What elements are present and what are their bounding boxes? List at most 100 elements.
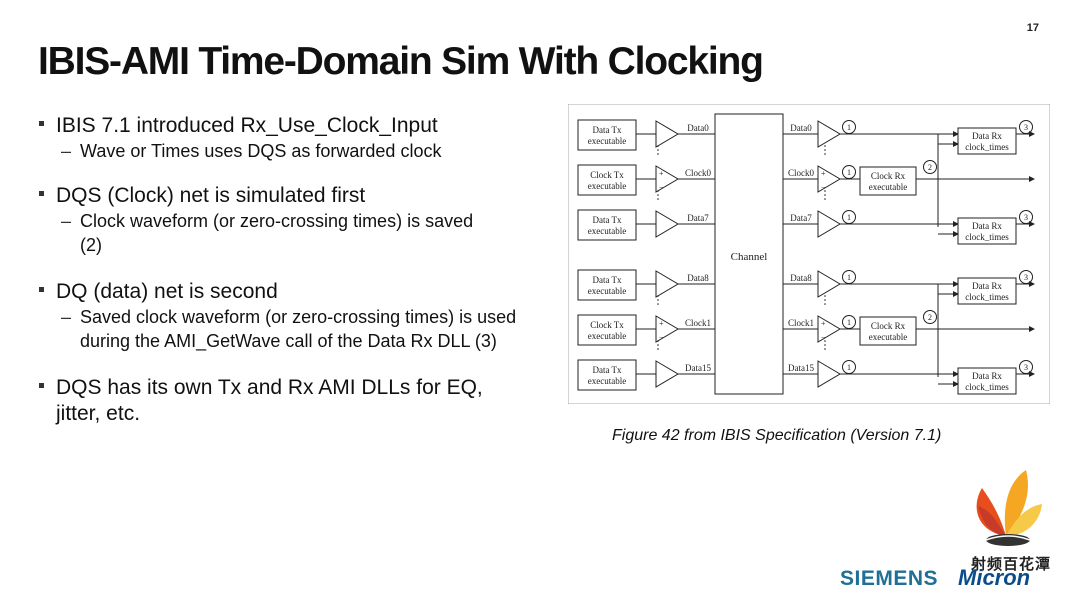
rx-buffer — [817, 120, 841, 148]
ellipsis-dots — [824, 340, 826, 342]
sub-bullet-text: Clock waveform (or zero-crossing times) … — [80, 211, 474, 255]
rx-buffer — [817, 165, 841, 193]
ellipsis-dots — [657, 303, 659, 305]
data-rx-block-label: Data Rx — [972, 131, 1002, 141]
marker-1-label: 1 — [847, 318, 851, 327]
clock-rx-block — [859, 316, 917, 346]
ellipsis-dots — [657, 198, 659, 200]
data-rx-block-label: Data Rx — [972, 221, 1002, 231]
dash-icon: – — [61, 211, 72, 231]
minus-sign: − — [821, 333, 826, 342]
ellipsis-dots — [657, 194, 659, 196]
data-rx-block — [957, 217, 1017, 245]
ellipsis-dots — [657, 344, 659, 346]
bullet-square-icon — [39, 191, 44, 196]
left-signal-label: Data0 — [687, 123, 709, 133]
tx-block-label: Data Tx — [592, 125, 622, 135]
clock-rx-block-label: executable — [869, 332, 907, 342]
data-rx-block-label: clock_times — [965, 232, 1009, 242]
channel-label: Channel — [731, 251, 768, 263]
ellipsis-dots — [657, 348, 659, 350]
tx-block — [577, 119, 637, 151]
dash-icon: – — [61, 141, 72, 161]
plus-sign: + — [821, 169, 826, 178]
left-signal-label: Clock0 — [685, 168, 711, 178]
marker-2-label: 2 — [928, 313, 932, 322]
data-rx-block-label: clock_times — [965, 292, 1009, 302]
tx-buffer — [655, 210, 679, 238]
data-rx-block-label: Data Rx — [972, 281, 1002, 291]
clock-rx-block-label: executable — [869, 182, 907, 192]
ellipsis-dots — [657, 299, 659, 301]
ellipsis-dots — [657, 295, 659, 297]
tx-block — [577, 269, 637, 301]
marker-1-label: 1 — [847, 363, 851, 372]
marker-2 — [923, 160, 937, 174]
tx-block-label: Clock Tx — [590, 320, 624, 330]
marker-2 — [923, 310, 937, 324]
ellipsis-dots — [657, 340, 659, 342]
tx-block-label: Data Tx — [592, 275, 622, 285]
clock-rx-block — [859, 166, 917, 196]
tx-block — [577, 359, 637, 391]
ellipsis-dots — [824, 299, 826, 301]
plus-sign: + — [659, 169, 664, 178]
tx-block-label: executable — [588, 376, 626, 386]
sub-bullet: – Saved clock waveform (or zero-crossing… — [56, 305, 520, 353]
tx-block-label: executable — [588, 331, 626, 341]
marker-1-label: 1 — [847, 168, 851, 177]
flower-logo-icon — [976, 470, 1042, 546]
ellipsis-dots — [824, 198, 826, 200]
minus-sign: − — [821, 183, 826, 192]
bullet-square-icon — [39, 383, 44, 388]
marker-3-label: 3 — [1024, 273, 1028, 282]
tx-buffer — [655, 165, 679, 193]
siemens-logo: SIEMENS — [840, 567, 939, 590]
ellipsis-dots — [824, 149, 826, 151]
sub-bullet-text: Saved clock waveform (or zero-crossing t… — [80, 307, 517, 351]
ellipsis-dots — [657, 149, 659, 151]
data-rx-block — [957, 277, 1017, 305]
plus-sign: + — [659, 319, 664, 328]
rx-buffer — [817, 360, 841, 388]
marker-3-label: 3 — [1024, 363, 1028, 372]
bullet-square-icon — [39, 287, 44, 292]
ellipsis-dots — [824, 194, 826, 196]
ellipsis-dots — [824, 145, 826, 147]
plus-sign: + — [821, 319, 826, 328]
left-signal-label: Data8 — [687, 273, 709, 283]
ellipsis-dots — [824, 344, 826, 346]
data-rx-block-label: clock_times — [965, 142, 1009, 152]
ellipsis-dots — [657, 145, 659, 147]
marker-2-label: 2 — [928, 163, 932, 172]
chinese-logo-text: 射频百花潭 — [971, 556, 1052, 573]
bullet-square-icon — [39, 121, 44, 126]
right-signal-label: Clock0 — [788, 168, 814, 178]
bullet-text: DQS has its own Tx and Rx AMI DLLs for E… — [56, 376, 483, 425]
tx-block — [577, 314, 637, 346]
right-signal-label: Data7 — [790, 213, 812, 223]
bullet-text: IBIS 7.1 introduced Rx_Use_Clock_Input — [56, 114, 438, 137]
data-rx-block-label: clock_times — [965, 382, 1009, 392]
page-number: 17 — [1026, 22, 1039, 34]
tx-buffer — [655, 315, 679, 343]
right-signal-label: Data15 — [788, 363, 814, 373]
ellipsis-dots — [657, 190, 659, 192]
ellipsis-dots — [824, 295, 826, 297]
clock-rx-block-label: Clock Rx — [871, 321, 906, 331]
channel-box — [714, 113, 784, 395]
rx-buffer — [817, 315, 841, 343]
tx-block-label: executable — [588, 181, 626, 191]
tx-block-label: Data Tx — [592, 215, 622, 225]
bullet-text: DQS (Clock) net is simulated first — [56, 184, 366, 207]
ellipsis-dots — [824, 348, 826, 350]
micron-logo: Micron — [958, 565, 1031, 590]
tx-block-label: Data Tx — [592, 365, 622, 375]
data-rx-block — [957, 127, 1017, 155]
marker-1-label: 1 — [847, 273, 851, 282]
minus-sign: − — [659, 333, 664, 342]
tx-block — [577, 164, 637, 196]
marker-3-label: 3 — [1024, 213, 1028, 222]
bullet-item: DQS (Clock) net is simulated first – Clo… — [38, 183, 538, 257]
bullet-item: DQS has its own Tx and Rx AMI DLLs for E… — [38, 375, 538, 427]
